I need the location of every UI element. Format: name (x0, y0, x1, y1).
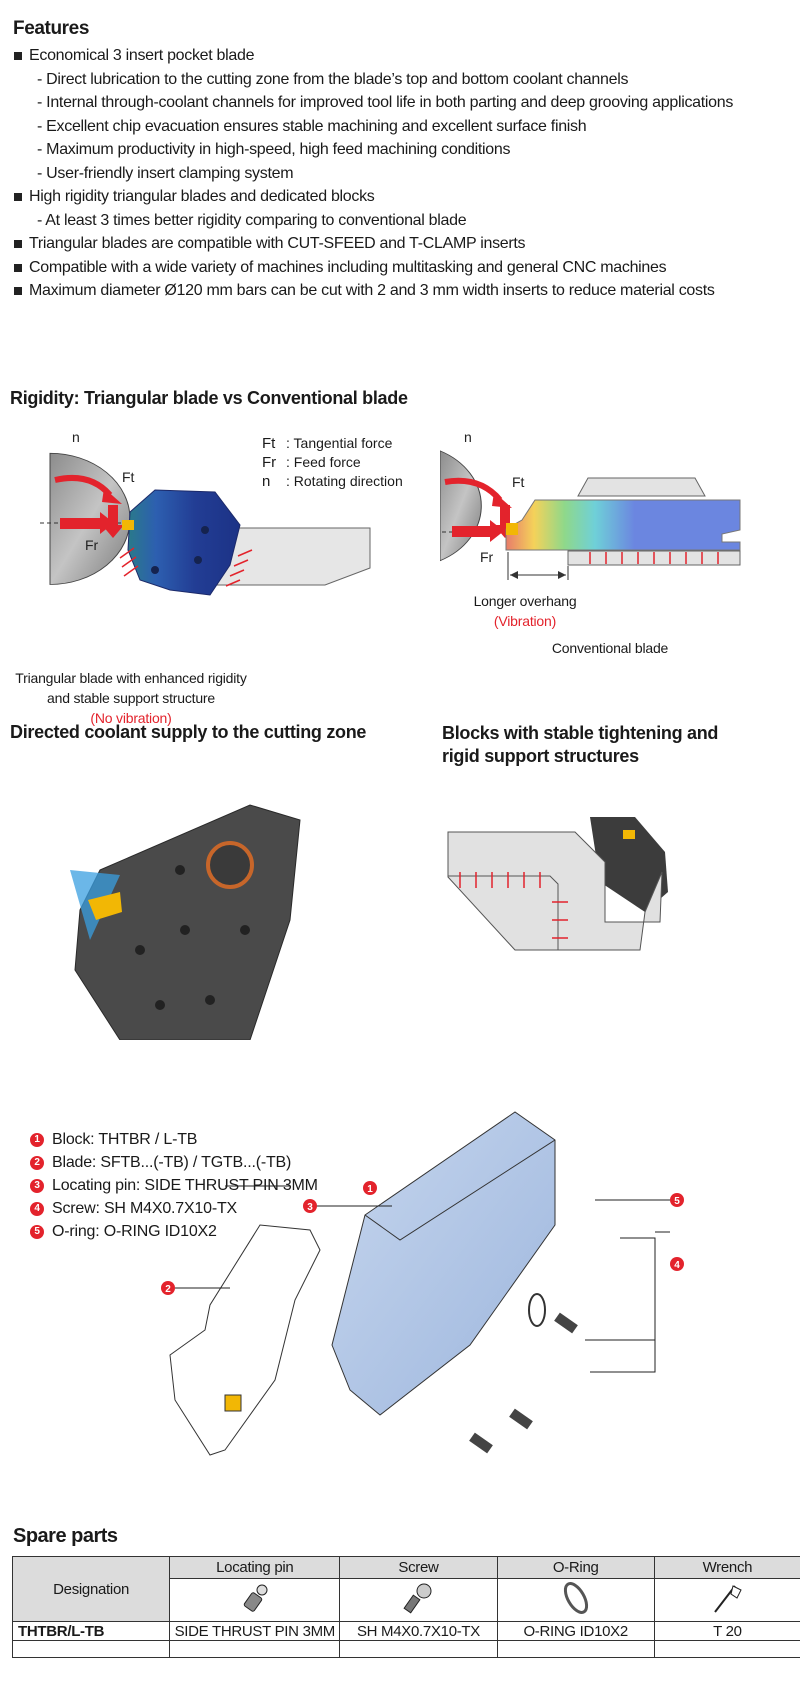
square-bullet-icon (14, 240, 22, 248)
rotation-arrow-icon (102, 488, 122, 504)
svg-text:Ft: Ft (512, 474, 525, 490)
table-row-empty (11, 1640, 800, 1658)
screws (469, 1312, 578, 1454)
coolant-blade-illustration (70, 804, 301, 1040)
feature-subitem: - At least 3 times better rigidity compa… (37, 211, 467, 229)
svg-text:1: 1 (367, 1184, 373, 1195)
exploded-assembly-view: 1 2 3 4 5 (161, 1111, 684, 1456)
feature-subitem: - Excellent chip evacuation ensures stab… (37, 117, 587, 135)
square-bullet-icon (14, 287, 22, 295)
block-body (331, 1111, 556, 1416)
blade-section (590, 817, 668, 912)
designation-header: Designation (11, 1556, 171, 1622)
legend-item: Ft: Tangential force (262, 435, 393, 452)
svg-text:n: n (464, 430, 472, 445)
ft-arrow-icon (102, 525, 124, 538)
clamp-screw (206, 841, 254, 889)
column-header: Locating pin (169, 1556, 341, 1579)
svg-text:5: 5 (674, 1196, 680, 1207)
spare-parts-title: Spare parts (13, 1525, 118, 1547)
column-header: O-Ring (496, 1556, 655, 1579)
blade-outline (169, 1224, 321, 1456)
conventional-caption: Conventional blade (551, 640, 669, 656)
force-legend: Ft: Tangential force Fr: Feed force n: R… (262, 434, 403, 491)
square-bullet-icon (14, 263, 22, 272)
insert-icon (623, 830, 635, 839)
blade-body (74, 804, 301, 1040)
feature-item: Triangular blades are compatible with CU… (13, 232, 733, 256)
callout-5 (670, 1193, 684, 1207)
feature-item: Compatible with a wide variety of machin… (13, 256, 733, 280)
triangular-caption: Triangular blade with enhanced rigidity … (0, 668, 262, 728)
screw-icon (403, 1583, 432, 1614)
features-title: Features (13, 18, 90, 39)
feature-subitem: - Direct lubrication to the cutting zone… (37, 70, 629, 88)
overhang-caption: Longer overhang (Vibration) (450, 591, 600, 631)
feature-item: High rigidity triangular blades and dedi… (13, 185, 733, 209)
fr-label: Fr (85, 537, 99, 553)
block-body (447, 831, 663, 951)
spare-parts-table: Designation Locating pin Screw O-Ring Wr… (11, 1556, 800, 1658)
no-vibration-note: (No vibration) (90, 710, 172, 726)
number-badge: 1 (30, 1132, 44, 1147)
ft-label: Ft (122, 469, 135, 485)
callout-3 (303, 1199, 317, 1213)
conventional-blade-diagram: n Ft Fr (440, 430, 741, 580)
callout-2 (161, 1281, 175, 1295)
callout-4 (670, 1257, 684, 1271)
square-bullet-icon (14, 193, 22, 201)
insert-icon (224, 1394, 242, 1412)
blocks-title: Blocks with stable tightening and rigid … (442, 723, 719, 766)
o-ring-part (528, 1293, 546, 1327)
triangular-blade-diagram: n Ft Fr (40, 430, 371, 596)
insert-icon (88, 892, 122, 920)
column-header: Screw (339, 1556, 498, 1579)
insert-icon (506, 523, 518, 535)
svg-text:2: 2 (165, 1284, 171, 1295)
workpiece-disc (440, 450, 482, 562)
svg-text:3: 3 (307, 1202, 313, 1213)
fr-arrow-icon (100, 512, 114, 534)
conventional-blade (505, 499, 741, 551)
n-label: n (72, 430, 80, 445)
legend-item: n: Rotating direction (262, 473, 403, 490)
rigidity-title: Rigidity: Triangular blade vs Convention… (10, 388, 408, 408)
table-row: THTBR/L-TB SIDE THRUST PIN 3MM SH M4X0.7… (11, 1621, 800, 1641)
callout-1 (363, 1181, 377, 1195)
square-bullet-icon (14, 52, 22, 60)
svg-text:4: 4 (674, 1260, 680, 1271)
feature-subitem: - Internal through-coolant channels for … (37, 94, 734, 111)
feature-item: Maximum diameter Ø120 mm bars can be cut… (13, 279, 733, 303)
feature-subitem: - User-friendly insert clamping system (37, 164, 294, 182)
insert-icon (122, 520, 134, 530)
locating-pin-icon (243, 1584, 268, 1612)
legend-item: Fr: Feed force (262, 454, 361, 471)
feature-subitem: - Maximum productivity in high-speed, hi… (37, 141, 511, 158)
number-badge: 4 (30, 1201, 44, 1216)
feature-item: Economical 3 insert pocket blade (13, 44, 733, 68)
top-clamp (577, 477, 706, 497)
column-header: Wrench (653, 1556, 800, 1579)
block-support-illustration (447, 817, 668, 951)
wrench-icon (714, 1585, 743, 1613)
o-ring-icon (563, 1582, 588, 1614)
features-list: Economical 3 insert pocket blade - Direc… (13, 44, 733, 303)
number-badge: 5 (30, 1224, 44, 1239)
number-badge: 3 (30, 1178, 44, 1193)
vibration-note: (Vibration) (493, 613, 557, 629)
svg-text:Fr: Fr (480, 549, 494, 565)
number-badge: 2 (30, 1155, 44, 1170)
coolant-title: Directed coolant supply to the cutting z… (10, 722, 367, 742)
